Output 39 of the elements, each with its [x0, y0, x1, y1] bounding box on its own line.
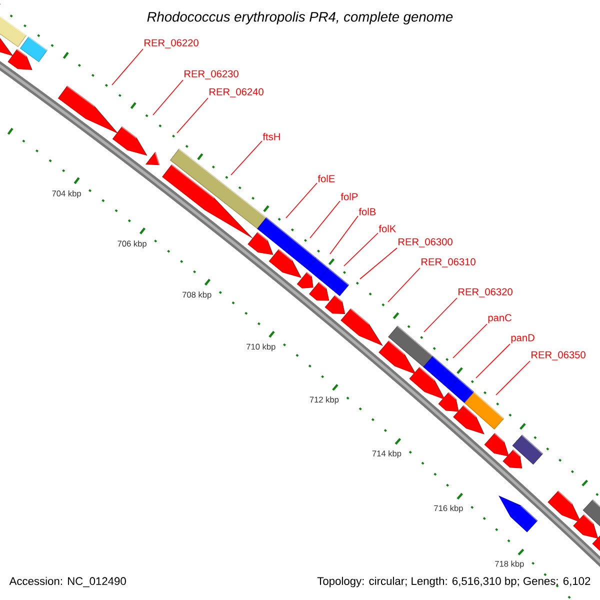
gene-label: RER_06350: [532, 351, 586, 360]
gene-label: folE: [318, 174, 335, 182]
leader-line: [330, 216, 358, 254]
genome-stats-text: Topology: circular; Length: 6,516,310 bp; Genes: 6,102: [317, 576, 590, 588]
leader-line: [388, 268, 420, 302]
leader-line: [286, 182, 318, 218]
gene-label: RER_06310: [422, 258, 476, 268]
leader-line: [176, 98, 208, 134]
leader-line: [452, 324, 488, 358]
title: Rhodococcus erythropolis PR4, complete genome: [147, 12, 453, 24]
tick-label: 718 kbp: [495, 560, 524, 568]
leader-line: [230, 140, 262, 176]
leader-line: [476, 344, 510, 378]
tick-label: 708 kbp: [182, 292, 212, 300]
gene-label: panD: [511, 334, 534, 344]
gene-label: ftsH: [262, 132, 280, 140]
tick-label: 710 kbp: [246, 344, 276, 352]
tick-label: 704 kbp: [52, 190, 81, 198]
tick-label: 712 kbp: [310, 396, 339, 404]
gene-label: folK: [378, 224, 396, 232]
tick-label: 706 kbp: [118, 240, 146, 248]
gene-label: folP: [340, 192, 358, 200]
leader-line: [112, 48, 144, 86]
tick-label: 714 kbp: [372, 450, 402, 458]
leader-line: [424, 298, 458, 332]
leader-line: [310, 200, 340, 238]
gene-label: RER_06240: [210, 88, 264, 98]
gene-label: folB: [358, 208, 376, 216]
leader-line: [344, 232, 378, 266]
gene-label: RER_06300: [398, 238, 452, 248]
leader-line: [496, 360, 530, 396]
gene-label: RER_06320: [458, 288, 512, 298]
gene-label: RER_06230: [184, 70, 238, 80]
tick-label: 716 kbp: [434, 505, 463, 513]
gene-label: panC: [488, 314, 512, 324]
gene-label: RER_06220: [144, 39, 198, 48]
leader-line: [152, 80, 184, 116]
accession-text: Accession: NC_012490: [9, 576, 126, 588]
leader-line: [360, 248, 398, 280]
